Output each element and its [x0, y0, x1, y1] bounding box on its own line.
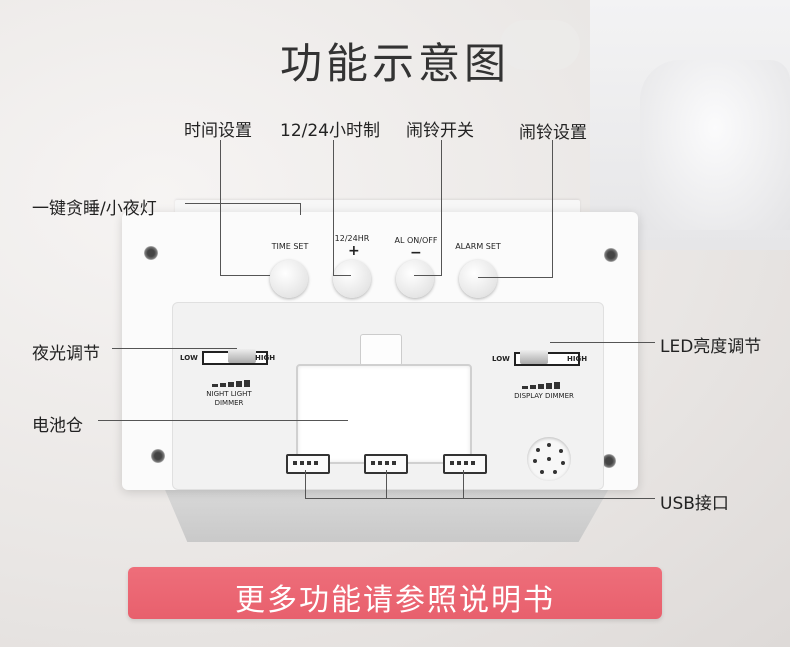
alarm-set-label: ALARM SET [455, 242, 501, 251]
plus-icon: + [348, 243, 360, 259]
display-dimmer-slider[interactable] [514, 350, 580, 366]
callout-hour-mode: 12/24小时制 [280, 121, 380, 141]
hour-mode-button[interactable] [333, 260, 371, 298]
alarm-onoff-button[interactable] [396, 260, 434, 298]
callout-battery: 电池仓 [32, 416, 83, 436]
night-dimmer-caption: NIGHT LIGHT DIMMER [184, 390, 274, 408]
caption-line: DIMMER [214, 399, 244, 407]
callout-line [333, 275, 351, 276]
callout-night-dimmer: 夜光调节 [32, 344, 100, 364]
page-title: 功能示意图 [279, 39, 510, 88]
callout-time-set: 时间设置 [184, 121, 252, 141]
alarm-set-button[interactable] [459, 260, 497, 298]
alarm-onoff-label: AL ON/OFF [394, 236, 438, 245]
instructions-banner: 更多功能请参照说明书 [128, 567, 662, 619]
callout-line [550, 342, 655, 343]
callout-line [305, 498, 655, 499]
background-decoration [500, 20, 580, 70]
screw-icon [144, 246, 158, 260]
display-high-label: HIGH [567, 355, 588, 363]
caption-line: NIGHT LIGHT [206, 390, 252, 398]
callout-line [441, 140, 442, 276]
callout-led-dimmer: LED亮度调节 [660, 337, 762, 357]
display-dimmer-caption: DISPLAY DIMMER [514, 392, 574, 400]
callout-alarm-set: 闹铃设置 [519, 123, 587, 143]
night-low-label: LOW [180, 354, 198, 362]
callout-line [185, 203, 300, 204]
callout-line [112, 348, 237, 349]
slider-knob[interactable] [228, 349, 256, 363]
callout-usb: USB接口 [660, 494, 729, 514]
usb-port[interactable] [286, 454, 330, 474]
brightness-bars-icon [522, 370, 562, 389]
callout-line [305, 470, 306, 499]
callout-line [478, 277, 552, 278]
callout-line [386, 470, 387, 499]
screw-icon [151, 449, 165, 463]
speaker-grille-icon [527, 437, 571, 481]
night-light-slider[interactable] [202, 349, 268, 365]
battery-latch[interactable] [360, 334, 402, 366]
callout-line [98, 420, 348, 421]
callout-alarm-onoff: 闹铃开关 [406, 121, 474, 141]
callout-line [220, 140, 221, 276]
usb-port[interactable] [443, 454, 487, 474]
time-set-button[interactable] [270, 260, 308, 298]
battery-compartment[interactable] [296, 364, 472, 464]
brightness-bars-icon [212, 368, 252, 387]
background-cloth [640, 60, 790, 230]
callout-line [220, 275, 270, 276]
callout-line [414, 275, 441, 276]
screw-icon [604, 248, 618, 262]
callout-snooze: 一键贪睡/小夜灯 [32, 199, 157, 219]
slider-knob[interactable] [520, 350, 548, 364]
night-high-label: HIGH [255, 354, 276, 362]
screw-icon [602, 454, 616, 468]
callout-line [552, 140, 553, 278]
callout-line [463, 470, 464, 499]
minus-icon: − [410, 245, 422, 261]
hour-mode-label: 12/24HR [334, 234, 370, 243]
time-set-label: TIME SET [271, 242, 309, 251]
callout-line [333, 140, 334, 276]
callout-line [300, 203, 301, 215]
banner-text: 更多功能请参照说明书 [235, 583, 555, 618]
display-low-label: LOW [492, 355, 510, 363]
